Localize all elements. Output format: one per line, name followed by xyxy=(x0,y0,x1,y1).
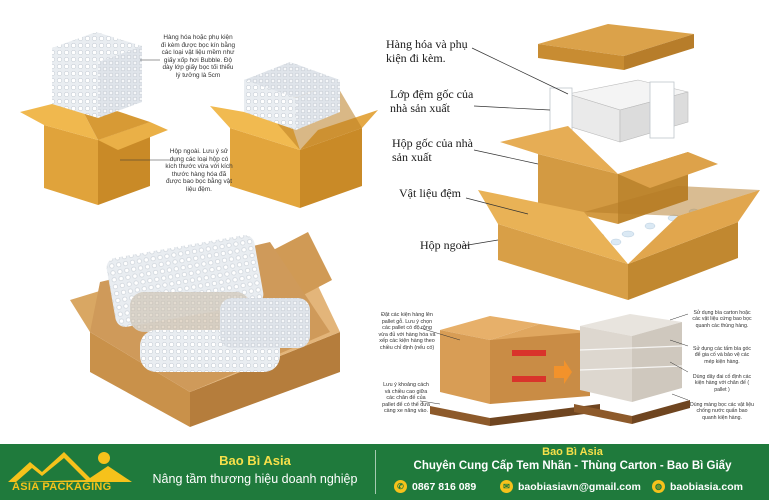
illustration-canvas: Hàng hóa hoặc phụ kiện đi kèm được bọc k… xyxy=(20,24,760,427)
exploded-box-diagram xyxy=(461,24,760,300)
email-icon: ✉ xyxy=(500,480,513,493)
pallet-note-6: Dùng màng bọc các vật liệu chống nước qu… xyxy=(690,402,755,421)
pallet-note-1: Đặt các kiện hàng lên pallet gỗ. Lưu ý c… xyxy=(378,312,436,351)
email-address: baobiasiavn@gmail.com xyxy=(518,480,641,493)
website-url: baobiasia.com xyxy=(670,480,743,493)
inner-wrap-note: Hàng hóa hoặc phụ kiện đi kèm được bọc k… xyxy=(160,34,236,79)
open-box-bubble-illustration xyxy=(70,232,340,427)
brand-slogan: Nâng tầm thương hiệu doanh nghiệp xyxy=(152,472,358,486)
bubble-wrap-box-illustration xyxy=(20,32,378,208)
brand-name-right: Bao Bì Asia xyxy=(542,446,603,458)
phone-icon: ✆ xyxy=(394,480,407,493)
pallet-illustration xyxy=(420,313,690,426)
brand-tagline: Chuyên Cung Cấp Tem Nhãn - Thùng Carton … xyxy=(413,460,732,472)
email-contact[interactable]: ✉ baobiasiavn@gmail.com xyxy=(500,480,641,493)
label-maker-pad: Lớp đệm gốc của nhà sản xuất xyxy=(390,87,474,115)
phone-number: 0867 816 089 xyxy=(412,480,477,493)
label-filler: Vật liệu đệm xyxy=(399,186,461,200)
brand-name-left: Bao Bì Asia xyxy=(219,453,291,468)
pallet-note-3: Sử dụng bìa carton hoặc các vật liệu cứn… xyxy=(692,310,752,329)
pallet-note-2: Lưu ý khoảng cách và chiều cao giữa các … xyxy=(382,382,430,415)
pallet-note-4: Sử dụng các tấm bìa góc để gia cố và bảo… xyxy=(693,346,751,365)
globe-icon: ◍ xyxy=(652,480,665,493)
pallet-note-5: Dùng dây đai cố định các kiện hàng với c… xyxy=(692,374,752,393)
footer-divider xyxy=(375,450,376,494)
website-contact[interactable]: ◍ baobiasia.com xyxy=(652,480,743,493)
footer-bar: ASIA PACKAGING Bao Bì Asia Nâng tầm thươ… xyxy=(0,444,769,500)
asia-packaging-logo xyxy=(8,452,132,482)
phone-contact[interactable]: ✆ 0867 816 089 xyxy=(394,480,476,493)
label-outer-box: Hộp ngoài xyxy=(420,238,471,252)
logo-text: ASIA PACKAGING xyxy=(12,481,112,493)
outer-box-note: Hộp ngoài. Lưu ý sử dụng các loại hộp có… xyxy=(165,148,233,193)
label-maker-box: Hộp gốc của nhà sản xuất xyxy=(392,136,473,164)
label-goods: Hàng hóa và phụ kiện đi kèm. xyxy=(386,37,468,65)
